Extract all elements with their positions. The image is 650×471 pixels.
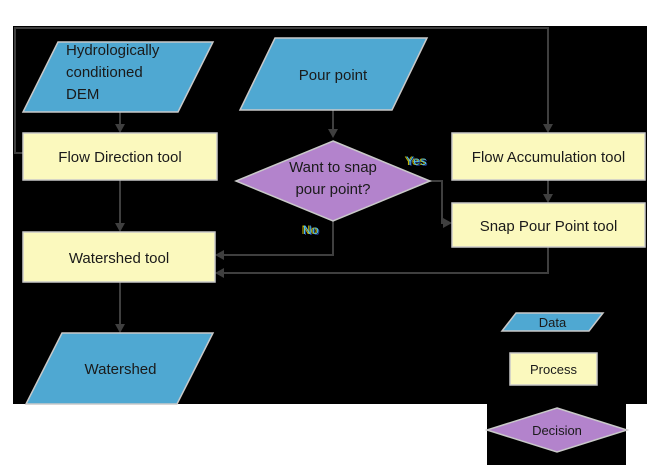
- legend: [484, 312, 630, 453]
- node-flow-accumulation-shape: [451, 132, 646, 181]
- node-snap-pour-point-shape: [451, 202, 646, 248]
- connector-lines: [14, 27, 549, 325]
- node-watershed-shape: [24, 332, 215, 405]
- arrowhead-into-watershed-tool-right-lower: [215, 268, 224, 278]
- edge-label-no: No: [303, 223, 320, 237]
- node-flow-direction-shape: [22, 132, 218, 181]
- arrowhead-into-snap-left: [443, 218, 452, 228]
- node-decision-shape: [234, 140, 432, 222]
- arrowhead-into-decision: [328, 129, 338, 138]
- arrowhead-into-watershed-tool-top: [115, 223, 125, 232]
- edge-flow-direction-to-flow-accumulation: [14, 27, 549, 154]
- edge-decision-no-to-watershed-tool: [223, 221, 334, 256]
- arrowhead-into-watershed: [115, 324, 125, 333]
- edge-snap-to-watershed-tool: [223, 247, 549, 274]
- edge-label-yes: Yes: [406, 154, 428, 168]
- legend-data-shape: [500, 312, 605, 332]
- arrowhead-into-watershed-tool-right-upper: [215, 250, 224, 260]
- arrowhead-into-snap-top: [543, 194, 553, 203]
- legend-decision-shape: [484, 407, 630, 453]
- node-watershed-tool-shape: [22, 231, 216, 283]
- node-pour-point-shape: [238, 37, 429, 111]
- node-dem-shape: [21, 41, 215, 113]
- legend-process-shape: [509, 352, 598, 386]
- arrowhead-into-flow-accumulation: [543, 124, 553, 133]
- nodes: [21, 37, 646, 405]
- arrowhead-into-flow-direction: [115, 124, 125, 133]
- arrowheads: [115, 124, 553, 333]
